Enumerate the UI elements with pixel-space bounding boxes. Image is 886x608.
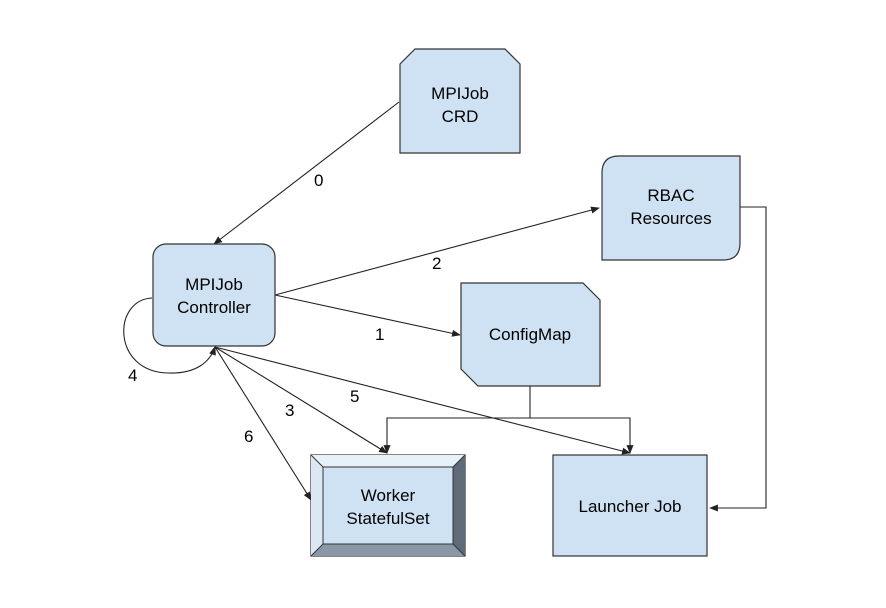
node-mpijob-crd: MPIJob CRD [399, 48, 521, 154]
edge-label-1: 1 [375, 325, 384, 344]
node-worker-line2: StatefulSet [346, 509, 429, 528]
edge-labels: 0 2 1 4 5 3 6 [128, 171, 441, 446]
edge-label-6: 6 [244, 427, 253, 446]
edge-label-0: 0 [314, 171, 323, 190]
node-worker-line1: Worker [361, 486, 416, 505]
node-worker-statefulset: Worker StatefulSet [310, 454, 466, 557]
node-launcher-job: Launcher Job [552, 454, 708, 557]
edge-controller-self-loop [123, 297, 216, 374]
node-rbac-resources: RBAC Resources [601, 155, 741, 261]
node-mpijob-controller: MPIJob Controller [152, 243, 276, 347]
edge-controller-to-launcher [214, 346, 631, 455]
node-controller-line2: Controller [177, 298, 251, 317]
node-configmap-line1: ConfigMap [489, 325, 571, 344]
edge-controller-to-rbac [274, 206, 600, 296]
node-rbac-line2: Resources [630, 209, 711, 228]
node-launcher-line1: Launcher Job [578, 497, 681, 516]
edge-controller-to-configmap [274, 294, 461, 337]
edge-configmap-to-launcher [530, 417, 634, 454]
node-configmap: ConfigMap [460, 282, 601, 387]
node-mpijob-crd-line2: CRD [442, 107, 479, 126]
node-mpijob-crd-line1: MPIJob [431, 84, 489, 103]
edges [123, 101, 767, 512]
edge-label-2: 2 [432, 254, 441, 273]
edge-label-4: 4 [128, 366, 137, 385]
edge-controller-to-worker-b [214, 346, 312, 501]
edge-rbac-to-launcher [709, 206, 767, 512]
node-controller-line1: MPIJob [185, 275, 243, 294]
edge-controller-to-worker-a [214, 346, 388, 454]
edge-label-5: 5 [350, 387, 359, 406]
edge-label-3: 3 [285, 401, 294, 420]
node-rbac-line1: RBAC [647, 186, 694, 205]
edge-configmap-to-worker [383, 417, 530, 454]
edge-crd-to-controller [213, 101, 400, 245]
